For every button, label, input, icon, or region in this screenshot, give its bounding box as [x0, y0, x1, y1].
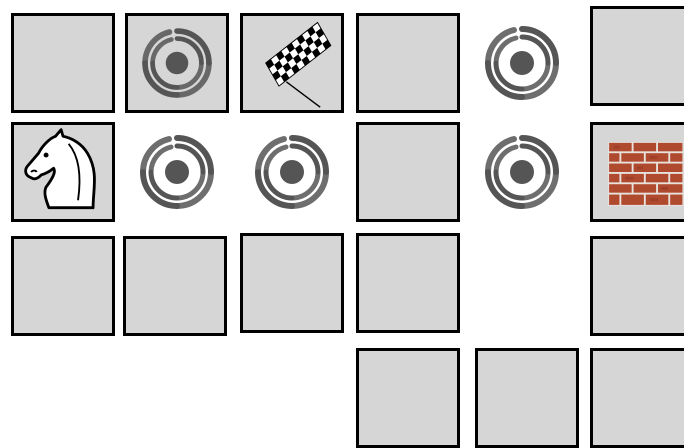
- tile-r1-c5[interactable]: [590, 122, 684, 222]
- chess-knight-icon: [14, 125, 112, 219]
- tile-r1-c2[interactable]: [240, 122, 344, 222]
- vortex-icon: [470, 13, 574, 113]
- vortex-icon: [470, 122, 574, 222]
- tile-r1-c1[interactable]: [125, 122, 229, 222]
- tile-r2-c3[interactable]: [356, 233, 460, 333]
- tile-r0-c5[interactable]: [590, 6, 684, 106]
- tile-r2-c5[interactable]: [590, 236, 684, 336]
- tile-r0-c1[interactable]: [125, 13, 229, 113]
- tile-r3-c3[interactable]: [356, 348, 460, 448]
- tile-r0-c0[interactable]: [11, 13, 115, 113]
- tile-r1-c4[interactable]: [470, 122, 574, 222]
- vortex-icon: [240, 122, 344, 222]
- tile-r2-c2[interactable]: [240, 233, 344, 333]
- tile-r1-c3[interactable]: [356, 122, 460, 222]
- tile-r3-c5[interactable]: [590, 348, 684, 448]
- tile-r0-c3[interactable]: [356, 13, 460, 113]
- tile-r0-c4[interactable]: [470, 13, 574, 113]
- tile-r0-c2[interactable]: [240, 13, 344, 113]
- tile-r2-c1[interactable]: [123, 236, 227, 336]
- vortex-icon: [128, 16, 226, 110]
- checkered-flag-icon: [243, 16, 341, 110]
- tile-r3-c4[interactable]: [475, 348, 579, 448]
- tile-r2-c0[interactable]: [11, 236, 115, 336]
- tile-r1-c0[interactable]: [11, 122, 115, 222]
- vortex-icon: [125, 122, 229, 222]
- brick-wall-icon: [593, 125, 684, 219]
